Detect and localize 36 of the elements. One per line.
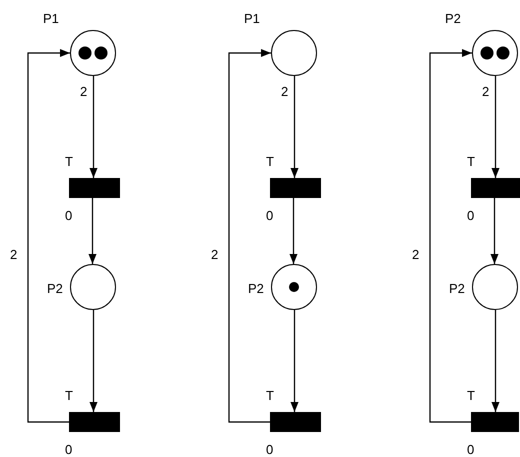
transition-label: T xyxy=(65,388,73,403)
arrow xyxy=(290,310,298,412)
arc-weight: 2 xyxy=(210,247,220,262)
arc-weight: 2 xyxy=(280,84,290,99)
transition-label: T xyxy=(266,388,274,403)
arrow xyxy=(27,49,70,423)
place-label: P2 xyxy=(47,281,63,296)
place-label: P2 xyxy=(449,281,465,296)
arrow xyxy=(492,310,500,412)
arrow xyxy=(492,76,500,178)
arc-weight: 2 xyxy=(9,247,18,262)
arc-weight: 2 xyxy=(79,84,88,99)
arrow xyxy=(88,198,96,264)
place-label: P1 xyxy=(43,11,59,26)
arrow xyxy=(228,49,271,423)
arc-weight: 2 xyxy=(481,84,490,99)
delay-label: 0 xyxy=(65,442,72,457)
arc-weight: 2 xyxy=(411,247,420,262)
transition-label: T xyxy=(266,154,274,169)
place-label: P2 xyxy=(445,11,461,26)
arrow xyxy=(90,310,98,412)
arrow xyxy=(290,76,298,178)
arrow xyxy=(490,198,498,264)
delay-label: 0 xyxy=(467,442,474,457)
arrow xyxy=(90,76,98,178)
delay-label: 0 xyxy=(266,208,274,223)
transition-label: T xyxy=(467,388,475,403)
transition-label: T xyxy=(467,154,475,169)
transition-label: T xyxy=(65,154,73,169)
arrow xyxy=(429,49,472,423)
delay-label: 0 xyxy=(467,208,474,223)
place-label: P2 xyxy=(248,281,264,296)
place-label: P1 xyxy=(244,11,260,26)
delay-label: 0 xyxy=(266,442,274,457)
delay-label: 0 xyxy=(65,208,72,223)
arrow xyxy=(290,198,298,264)
